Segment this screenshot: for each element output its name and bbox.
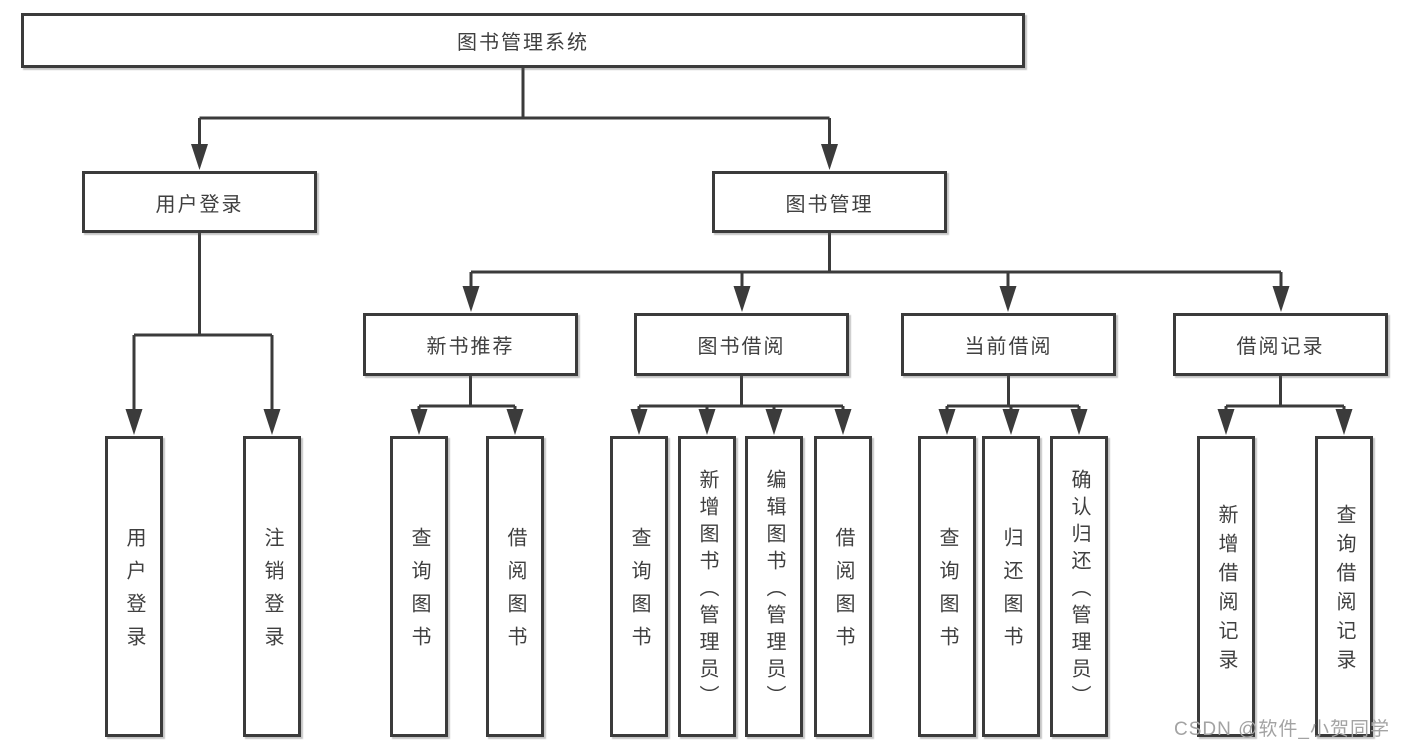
leaf-query-books-1: 查询图书 [390,436,448,737]
node-book-borrowing-label: 图书借阅 [697,336,786,358]
leaf-add-borrow-record-label: 新增借阅记录 [1215,504,1237,678]
leaf-query-books-2-label: 查询图书 [628,527,650,659]
leaf-confirm-return-admin: 确认归还（管理员） [1050,436,1108,737]
node-current-borrowing-label: 当前借阅 [964,336,1053,358]
leaf-query-books-3: 查询图书 [918,436,976,737]
leaf-confirm-return-admin-label: 确认归还（管理员） [1068,468,1090,712]
watermark: CSDN @软件_小贺同学 [1174,719,1390,740]
leaf-borrow-books-1-label: 借阅图书 [504,527,526,659]
leaf-user-login-label: 用户登录 [123,527,145,659]
leaf-logout-label: 注销登录 [261,527,283,659]
node-library-management-system: 图书管理系统 [21,13,1025,68]
node-new-book-recommendation: 新书推荐 [363,313,578,376]
node-user-login: 用户登录 [82,171,317,233]
leaf-query-books-1-label: 查询图书 [408,527,430,659]
leaf-borrow-books-2-label: 借阅图书 [832,527,854,659]
leaf-user-login: 用户登录 [105,436,163,737]
leaf-add-book-admin-label: 新增图书（管理员） [696,468,718,712]
node-user-login-label: 用户登录 [155,193,244,216]
leaf-return-books: 归还图书 [982,436,1040,737]
leaf-edit-book-admin-label: 编辑图书（管理员） [763,468,785,712]
leaf-borrow-books-1: 借阅图书 [486,436,544,737]
node-book-borrowing: 图书借阅 [634,313,849,376]
leaf-query-borrow-record: 查询借阅记录 [1315,436,1373,737]
leaf-borrow-books-2: 借阅图书 [814,436,872,737]
leaf-query-books-3-label: 查询图书 [936,527,958,659]
leaf-edit-book-admin: 编辑图书（管理员） [745,436,803,737]
node-borrowing-records: 借阅记录 [1173,313,1388,376]
node-book-management: 图书管理 [712,171,947,233]
leaf-add-book-admin: 新增图书（管理员） [678,436,736,737]
node-current-borrowing: 当前借阅 [901,313,1116,376]
node-borrowing-records-label: 借阅记录 [1236,336,1325,358]
node-library-management-system-label: 图书管理系统 [457,32,589,54]
leaf-query-books-2: 查询图书 [610,436,668,737]
leaf-logout: 注销登录 [243,436,301,737]
node-book-management-label: 图书管理 [785,193,874,216]
leaf-query-borrow-record-label: 查询借阅记录 [1333,504,1355,678]
leaf-return-books-label: 归还图书 [1000,527,1022,659]
leaf-add-borrow-record: 新增借阅记录 [1197,436,1255,737]
node-new-book-recommendation-label: 新书推荐 [426,336,515,358]
